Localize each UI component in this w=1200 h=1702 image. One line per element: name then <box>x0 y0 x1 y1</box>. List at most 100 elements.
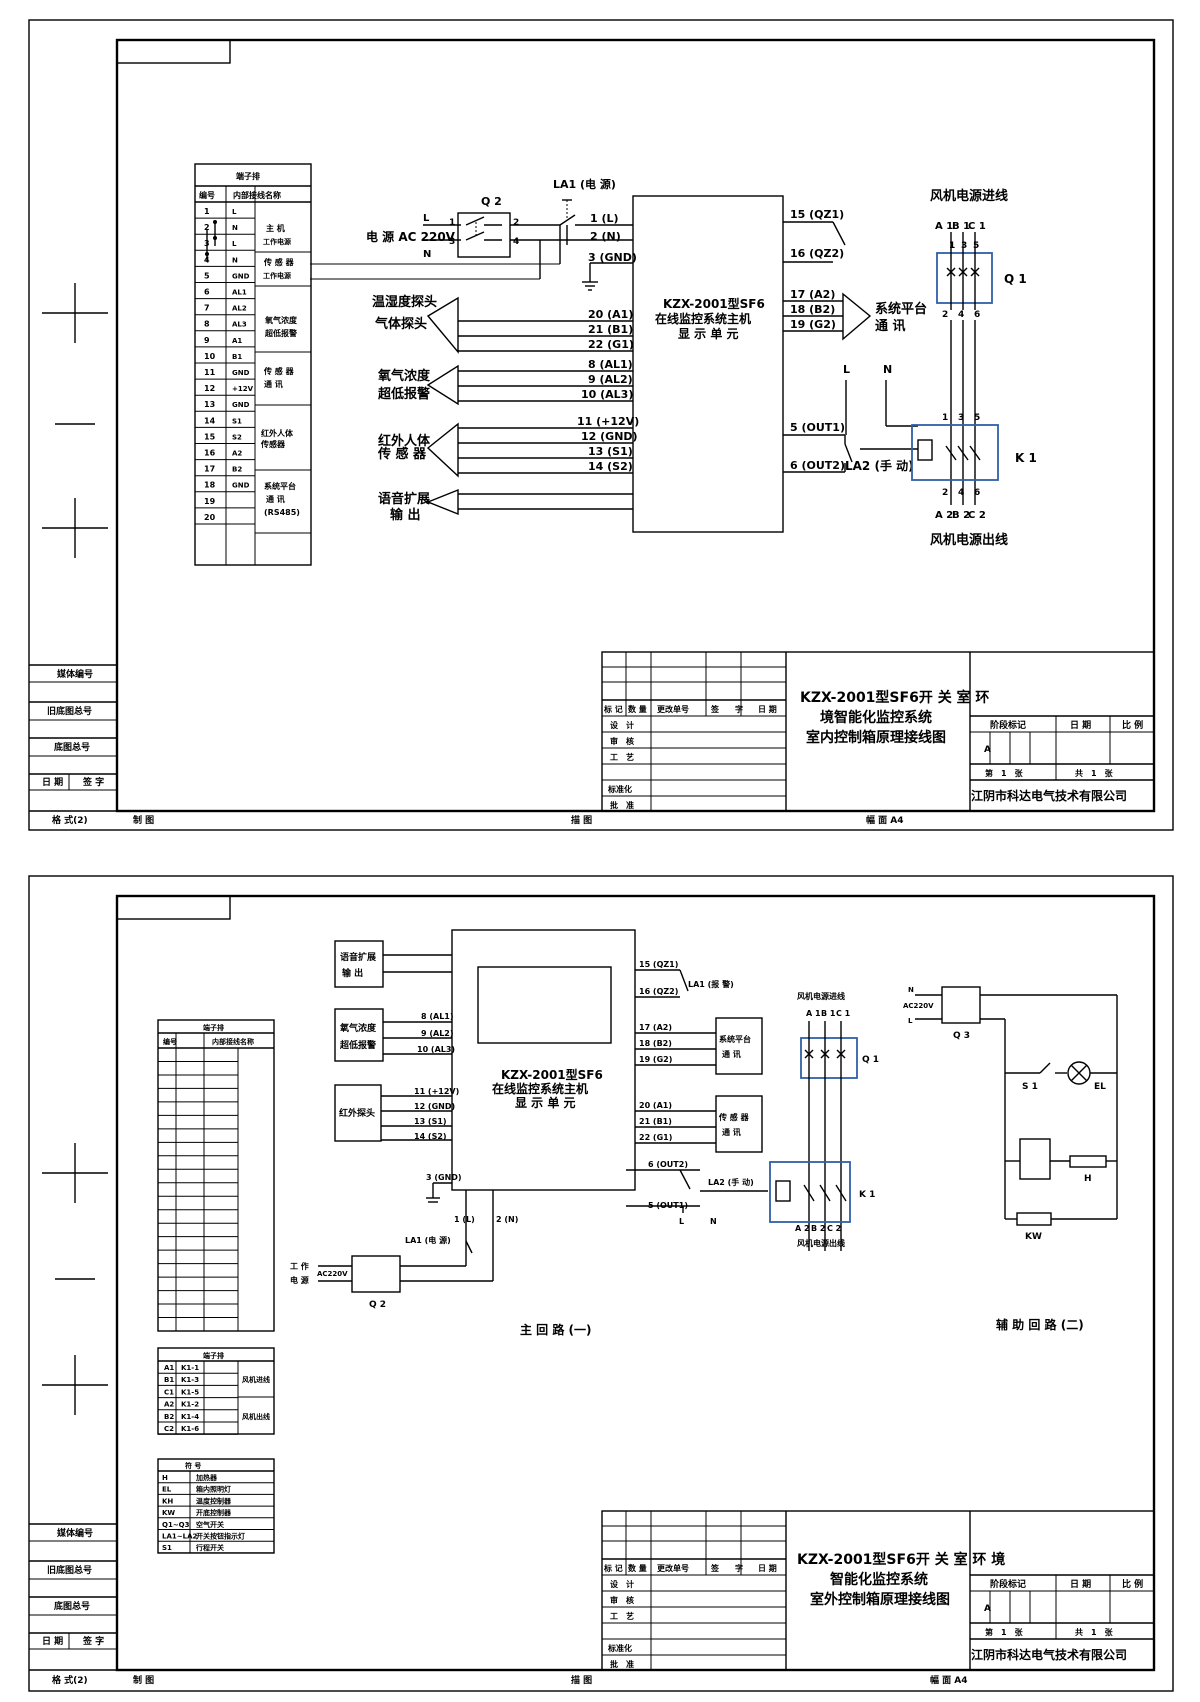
label-media-no: 媒体编号 <box>56 668 93 680</box>
term-22-g1: 22 (G1) <box>588 338 634 351</box>
terminal-row-pin: S1 <box>232 417 242 425</box>
legend-symbol: H <box>162 1474 168 1482</box>
label-tracing: 描 图 <box>571 814 592 826</box>
svg-text:标准化: 标准化 <box>607 784 632 794</box>
sensor-temp-humidity: 温湿度探头 <box>372 294 437 310</box>
unit-left-terminals-2: 8 (AL1) 9 (AL2) 10 (AL3) 11 (+12V) 12 (G… <box>414 1012 462 1203</box>
legend-meaning: 加热器 <box>195 1473 218 1482</box>
svg-text:日 期: 日 期 <box>1070 1578 1091 1590</box>
svg-text:审 核: 审 核 <box>610 736 634 746</box>
svg-text:1: 1 <box>449 218 455 228</box>
svg-text:共 1 张: 共 1 张 <box>1075 1627 1114 1637</box>
outer-frame <box>28 19 1174 831</box>
fan-terminal-no: B1 <box>164 1376 174 1384</box>
svg-text:更改单号: 更改单号 <box>657 704 689 714</box>
term-14-s2: 14 (S2) <box>588 460 633 473</box>
svg-text:比 例: 比 例 <box>1122 719 1143 731</box>
corner-label-box <box>116 39 231 64</box>
fan-out-label: 风机电源出线 <box>930 532 1008 548</box>
unit-left-terminals: 1 (L) 2 (N) 3 (GND) 20 (A1) 21 (B1) 22 (… <box>577 212 639 473</box>
svg-text:旧底图总号: 旧底图总号 <box>47 1564 92 1576</box>
group-comm: 通 讯 <box>264 379 283 389</box>
fan-terminal-no: A1 <box>164 1364 174 1372</box>
svg-text:在线监控系统主机: 在线监控系统主机 <box>492 1081 588 1096</box>
svg-text:端子排: 端子排 <box>203 1351 224 1360</box>
term-3-gnd: 3 (GND) <box>588 251 637 264</box>
drawing-sheet-indoor: 媒体编号 旧底图总号 底图总号 日 期 签 字 格 式(2) 制 图 描 图 幅… <box>28 19 1174 831</box>
svg-text:9 (AL2): 9 (AL2) <box>421 1029 454 1038</box>
unit-name: 在线监控系统主机 <box>655 311 751 326</box>
term-2-n: 2 (N) <box>590 230 621 243</box>
term-6-out2: 6 (OUT2) <box>790 459 845 472</box>
svg-text:L: L <box>679 1217 684 1226</box>
terminal-row-no: 13 <box>204 400 215 409</box>
heater-icon <box>1069 1155 1107 1168</box>
group-ir-sensor: 传感器 <box>260 439 286 449</box>
q1-label: Q 1 <box>1004 272 1027 286</box>
svg-text:A 2: A 2 <box>935 510 953 521</box>
label-old-drawing-no: 旧底图总号 <box>47 705 92 717</box>
svg-text:3: 3 <box>961 241 967 251</box>
title-line-3: 室内控制箱原理接线图 <box>806 729 946 746</box>
terminal-row-pin: N <box>232 256 238 264</box>
svg-text:1: 1 <box>942 413 948 423</box>
svg-text:C 2: C 2 <box>827 1224 841 1233</box>
svg-text:B 1: B 1 <box>821 1009 836 1018</box>
power-input-2: 1 (L) 2 (N) LA1 (电 源) Q 2 工 作 电 源 AC220V <box>290 1190 518 1310</box>
svg-text:室外控制箱原理接线图: 室外控制箱原理接线图 <box>810 1591 950 1608</box>
term-11-12v: 11 (+12V) <box>577 415 639 428</box>
term-19-g2: 19 (G2) <box>790 318 836 331</box>
svg-text:B 2: B 2 <box>952 510 970 521</box>
terminal-row-no: 7 <box>204 304 210 313</box>
svg-text:数 量: 数 量 <box>628 1563 647 1573</box>
svg-text:风机进线: 风机进线 <box>242 1375 270 1384</box>
svg-text:标准化: 标准化 <box>607 1643 632 1653</box>
svg-text:S 1: S 1 <box>1022 1082 1038 1092</box>
svg-text:2: 2 <box>942 488 948 498</box>
svg-text:18 (B2): 18 (B2) <box>639 1039 672 1048</box>
svg-text:格 式(2): 格 式(2) <box>52 1674 88 1686</box>
sensor-oxygen: 氧气浓度 <box>377 368 431 384</box>
svg-text:3: 3 <box>449 237 455 247</box>
svg-text:输 出: 输 出 <box>342 967 363 979</box>
terminal-row-pin: S2 <box>232 433 242 441</box>
svg-text:A 1: A 1 <box>935 221 953 232</box>
fan-terminal-target: K1-3 <box>181 1376 199 1384</box>
legend-meaning: 箱内照明灯 <box>196 1485 231 1494</box>
svg-text:8 (AL1): 8 (AL1) <box>421 1012 454 1021</box>
monitor-unit-box <box>632 195 784 533</box>
terminal-row-no: 1 <box>204 207 210 216</box>
terminal-row-no: 17 <box>204 465 215 474</box>
voice-output: 输 出 <box>390 507 421 523</box>
oxygen-box <box>334 1008 384 1062</box>
svg-text:更改单号: 更改单号 <box>657 1563 689 1573</box>
svg-text:5: 5 <box>974 413 980 423</box>
svg-text:描 图: 描 图 <box>571 1674 592 1686</box>
group-oxygen-alarm: 超低报警 <box>264 328 297 338</box>
terminal-row-no: 9 <box>204 336 210 345</box>
group-sensor: 传 感 器 <box>263 257 295 267</box>
terminal-row-pin: GND <box>232 369 250 377</box>
unit-right-terminals: 15 (QZ1) 16 (QZ2) 17 (A2) 18 (B2) 19 (G2… <box>783 208 927 473</box>
terminal-row-pin: GND <box>232 482 250 490</box>
svg-text:N: N <box>710 1217 717 1226</box>
fan-terminal-no: A2 <box>164 1401 174 1409</box>
svg-text:日 期: 日 期 <box>758 1563 777 1573</box>
svg-text:22 (G1): 22 (G1) <box>639 1133 672 1142</box>
svg-text:L: L <box>908 1017 913 1025</box>
svg-text:批 准: 批 准 <box>610 800 634 810</box>
label-drawing-no: 底图总号 <box>54 741 90 753</box>
terminal-row-pin: +12V <box>232 385 254 393</box>
legend-symbol: Q1~Q3 <box>162 1521 190 1529</box>
term-10-al3: 10 (AL3) <box>581 388 633 401</box>
terminal-row-pin: A2 <box>232 450 242 458</box>
svg-text:AC220V: AC220V <box>903 1002 934 1010</box>
term-21-b1: 21 (B1) <box>588 323 633 336</box>
svg-text:日 期: 日 期 <box>758 704 777 714</box>
svg-text:4: 4 <box>958 488 964 498</box>
svg-text:签 字: 签 字 <box>82 1635 104 1647</box>
svg-text:工 艺: 工 艺 <box>610 1611 634 1621</box>
sheet1-svg: 媒体编号 旧底图总号 底图总号 日 期 签 字 格 式(2) 制 图 描 图 幅… <box>28 19 1174 831</box>
